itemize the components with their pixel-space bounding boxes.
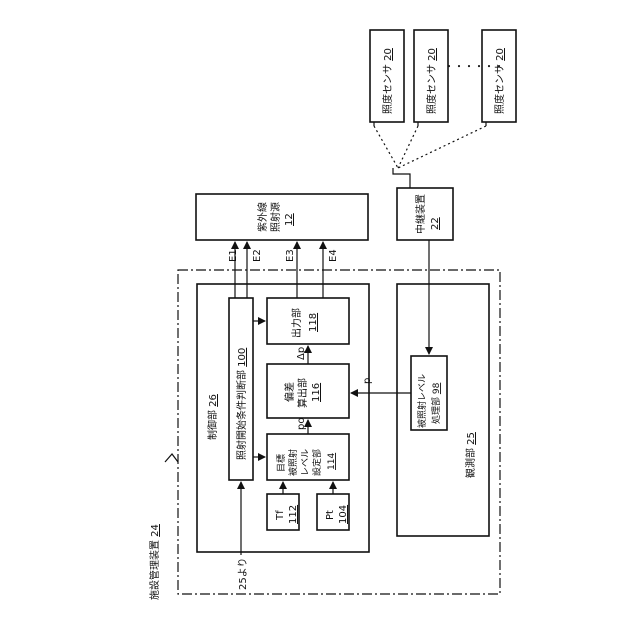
output-unit-block: 出力部 118 [267,298,349,344]
svg-text:照度センサ 20: 照度センサ 20 [381,48,394,114]
svg-text:照度センサ 20: 照度センサ 20 [425,48,438,114]
relay-num: 22 [430,217,441,230]
uv-source-block: 紫外線 照射源 12 [196,194,368,240]
deviation-num: 116 [311,383,322,402]
tf-label: Tf [275,510,286,521]
pt-block: Pt 104 [317,494,349,530]
output-unit-num: 118 [308,313,319,332]
wireless-links [374,122,486,188]
level-proc-line1: 被照射レベル [416,374,428,428]
target-setting-block: 目標 被照射 レベル 設定部 114 [267,434,349,480]
target-line2: 被照射 [287,449,299,476]
sensors-ellipsis: ・・・・・・ [444,62,504,73]
sensor-2: 照度センサ 20 [414,30,448,122]
deviation-line1: 偏差 [283,382,296,402]
uv-source-num: 12 [284,213,295,226]
sensor-1: 照度センサ 20 [370,30,404,122]
svg-text:照度センサ 20: 照度センサ 20 [493,48,506,114]
control-unit-label: 制御部 26 [206,394,219,440]
target-line3: レベル [301,449,311,476]
target-line4: 設定部 [311,449,323,476]
level-proc-line2: 処理部 98 [430,382,442,424]
uv-source-line2: 照射源 [269,202,282,232]
input-from-label: 25より [237,557,249,590]
p-label: p [362,378,373,384]
deviation-line2: 算出部 [296,378,309,408]
target-num: 114 [327,453,337,470]
output-unit-label: 出力部 [290,308,303,338]
tf-block: Tf 112 [267,494,299,530]
sensor-3: 照度センサ 20 [482,30,516,122]
pt-num: 104 [338,505,349,524]
relay-block: 中継装置 22 [397,188,453,240]
irradiation-judge-block: 照射開始条件判断部 100 [229,298,253,480]
pt-label: Pt [325,510,336,520]
facility-label: 施設管理装置 24 [148,524,161,600]
e1-label: E1 [228,249,239,262]
e3-label: E3 [285,249,296,262]
measurement-unit-label: 観測部 25 [464,432,477,478]
tf-num: 112 [288,505,299,524]
e4-label: E4 [328,249,339,262]
deviation-unit-block: 偏差 算出部 116 [267,364,349,418]
relay-label: 中継装置 [414,194,427,234]
e2-label: E2 [252,249,263,262]
uv-source-line1: 紫外線 [256,202,269,232]
target-line1: 目標 [275,454,287,472]
po-label: po [296,418,307,430]
delta-p-label: Δp [296,347,307,360]
irradiation-judge-label: 照射開始条件判断部 100 [235,348,248,460]
level-processing-block: 被照射レベル 処理部 98 [411,356,447,430]
